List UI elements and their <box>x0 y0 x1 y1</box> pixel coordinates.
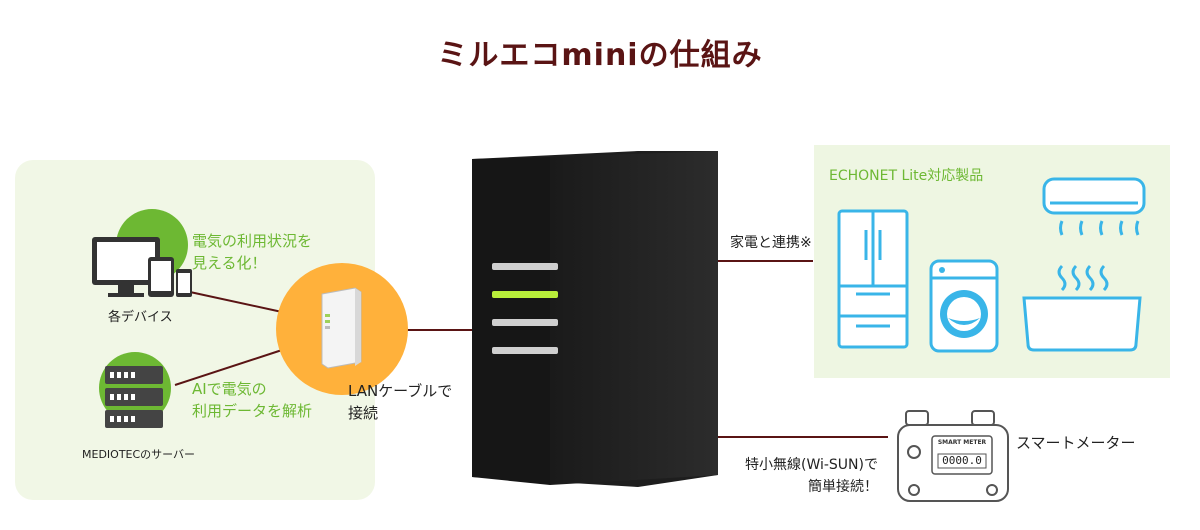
mileco-mini-device <box>470 145 730 495</box>
devices-illustration <box>90 205 200 305</box>
led-indicators <box>492 263 558 354</box>
wire-server <box>174 349 283 386</box>
air-conditioner-icon <box>1042 177 1146 236</box>
page-title: ミルエコminiの仕組み <box>437 38 763 73</box>
smart-meter: SMART METER 0000.0 <box>888 408 1018 508</box>
echonet-title: ECHONET Lite対応製品 <box>829 168 984 184</box>
meter-screen-title: SMART METER <box>937 439 987 446</box>
meter-label: スマートメーター <box>1016 434 1136 452</box>
server-illustration <box>95 348 175 438</box>
meter-screen-value: 0000.0 <box>942 454 982 467</box>
server-caption: AIで電気の 利用データを解析 <box>192 380 313 420</box>
refrigerator-icon <box>837 209 909 349</box>
devices-label: 各デバイス <box>108 310 173 325</box>
meter-caption: 特小無線(Wi-SUN)で 簡単接続！ <box>744 457 878 495</box>
washing-machine-icon <box>929 259 999 353</box>
devices-caption: 電気の利用状況を 見える化！ <box>192 232 313 272</box>
link-caption: 家電と連携※ <box>730 235 812 251</box>
bathtub-icon <box>1022 264 1142 352</box>
wire-devices <box>189 291 283 313</box>
mileco-mini-hub <box>275 262 410 397</box>
server-label: MEDIOTECのサーバー <box>82 448 196 461</box>
lan-caption: LANケーブルで 接続 <box>348 382 453 422</box>
